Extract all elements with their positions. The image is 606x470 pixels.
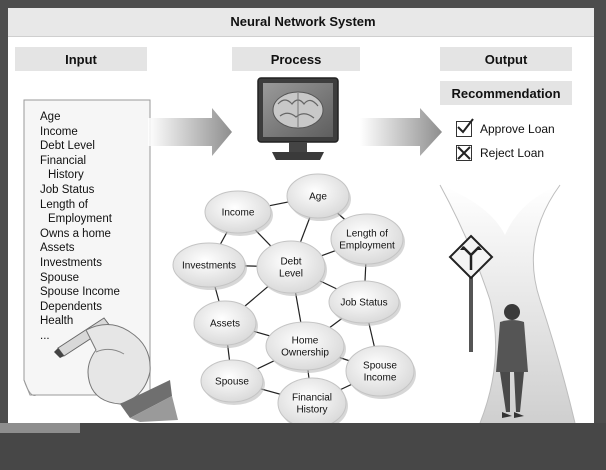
node-bubble [265,321,345,371]
check-icon [456,118,474,137]
input-list-item: Spouse Income [40,286,120,299]
node-label: Level [279,269,303,280]
node-job: Job Status [328,280,401,326]
input-list-item: Debt Level [40,140,95,153]
node-label: Income [364,373,397,384]
input-list-item: Employment [48,213,112,226]
node-label: Length of [346,229,388,240]
node-bubble [345,345,415,397]
input-to-process-arrow [148,108,232,156]
input-list-item: History [48,169,84,182]
output-header: Output [440,47,572,71]
recommendation-header: Recommendation [440,81,572,105]
node-label: Assets [210,319,240,330]
node-label: Debt [280,257,301,268]
node-label: Job Status [340,298,387,309]
road-fork-sign-icon [448,234,494,352]
input-list-item: Assets [40,242,75,255]
input-list-item: Spouse [40,271,80,284]
node-bubble [286,173,350,219]
hand-pen-icon [54,317,178,422]
input-list-item: Length of [40,198,88,211]
node-bubble [204,190,272,234]
process-to-output-arrow [360,108,442,156]
node-label: Spouse [215,377,249,388]
node-label: Investments [182,261,236,272]
node-label: Spouse [363,361,397,372]
approve-loan-label: Approve Loan [480,122,555,136]
node-label: Financial [292,393,332,404]
diagram-title: Neural Network System [230,14,376,29]
input-list-item: Owns a home [40,227,111,240]
node-label: Home [292,336,319,347]
input-list-item: Age [40,111,61,123]
reject-loan-option: Reject Loan [456,145,544,161]
brain-monitor-icon [257,77,339,160]
bottom-strip [0,423,606,470]
reject-loan-label: Reject Loan [480,146,545,160]
node-bubble [193,300,257,346]
bottom-strip-highlight [0,423,80,433]
node-income: Income [204,190,273,236]
node-spouse: Spouse [200,359,265,405]
node-age: Age [286,173,351,221]
node-bubble [330,213,404,265]
cross-icon [456,145,472,161]
input-list-item: Dependents [40,300,103,313]
paper-sheet [23,99,151,396]
input-list-item: Financial [40,154,87,167]
node-bubble [328,280,400,324]
input-list-item: Income [40,125,78,138]
process-header: Process [232,47,360,71]
node-label: Ownership [281,348,329,359]
input-list-item: Investments [40,256,102,269]
approve-loan-option: Approve Loan [456,118,555,137]
node-bubble [256,240,326,294]
input-header: Input [15,47,147,71]
node-investments: Investments [172,242,247,290]
node-assets: Assets [193,300,258,348]
title-bar [8,8,594,37]
node-bubble [200,359,264,403]
node-label: Employment [339,241,395,252]
node-label: History [296,405,327,416]
person-icon [496,304,528,418]
input-list-item: Job Status [40,183,95,196]
input-list-item: Health [40,315,74,328]
input-list-item: ... [40,329,50,342]
node-label: Age [309,192,327,203]
node-label: Income [222,208,255,219]
node-bubble [172,242,246,288]
